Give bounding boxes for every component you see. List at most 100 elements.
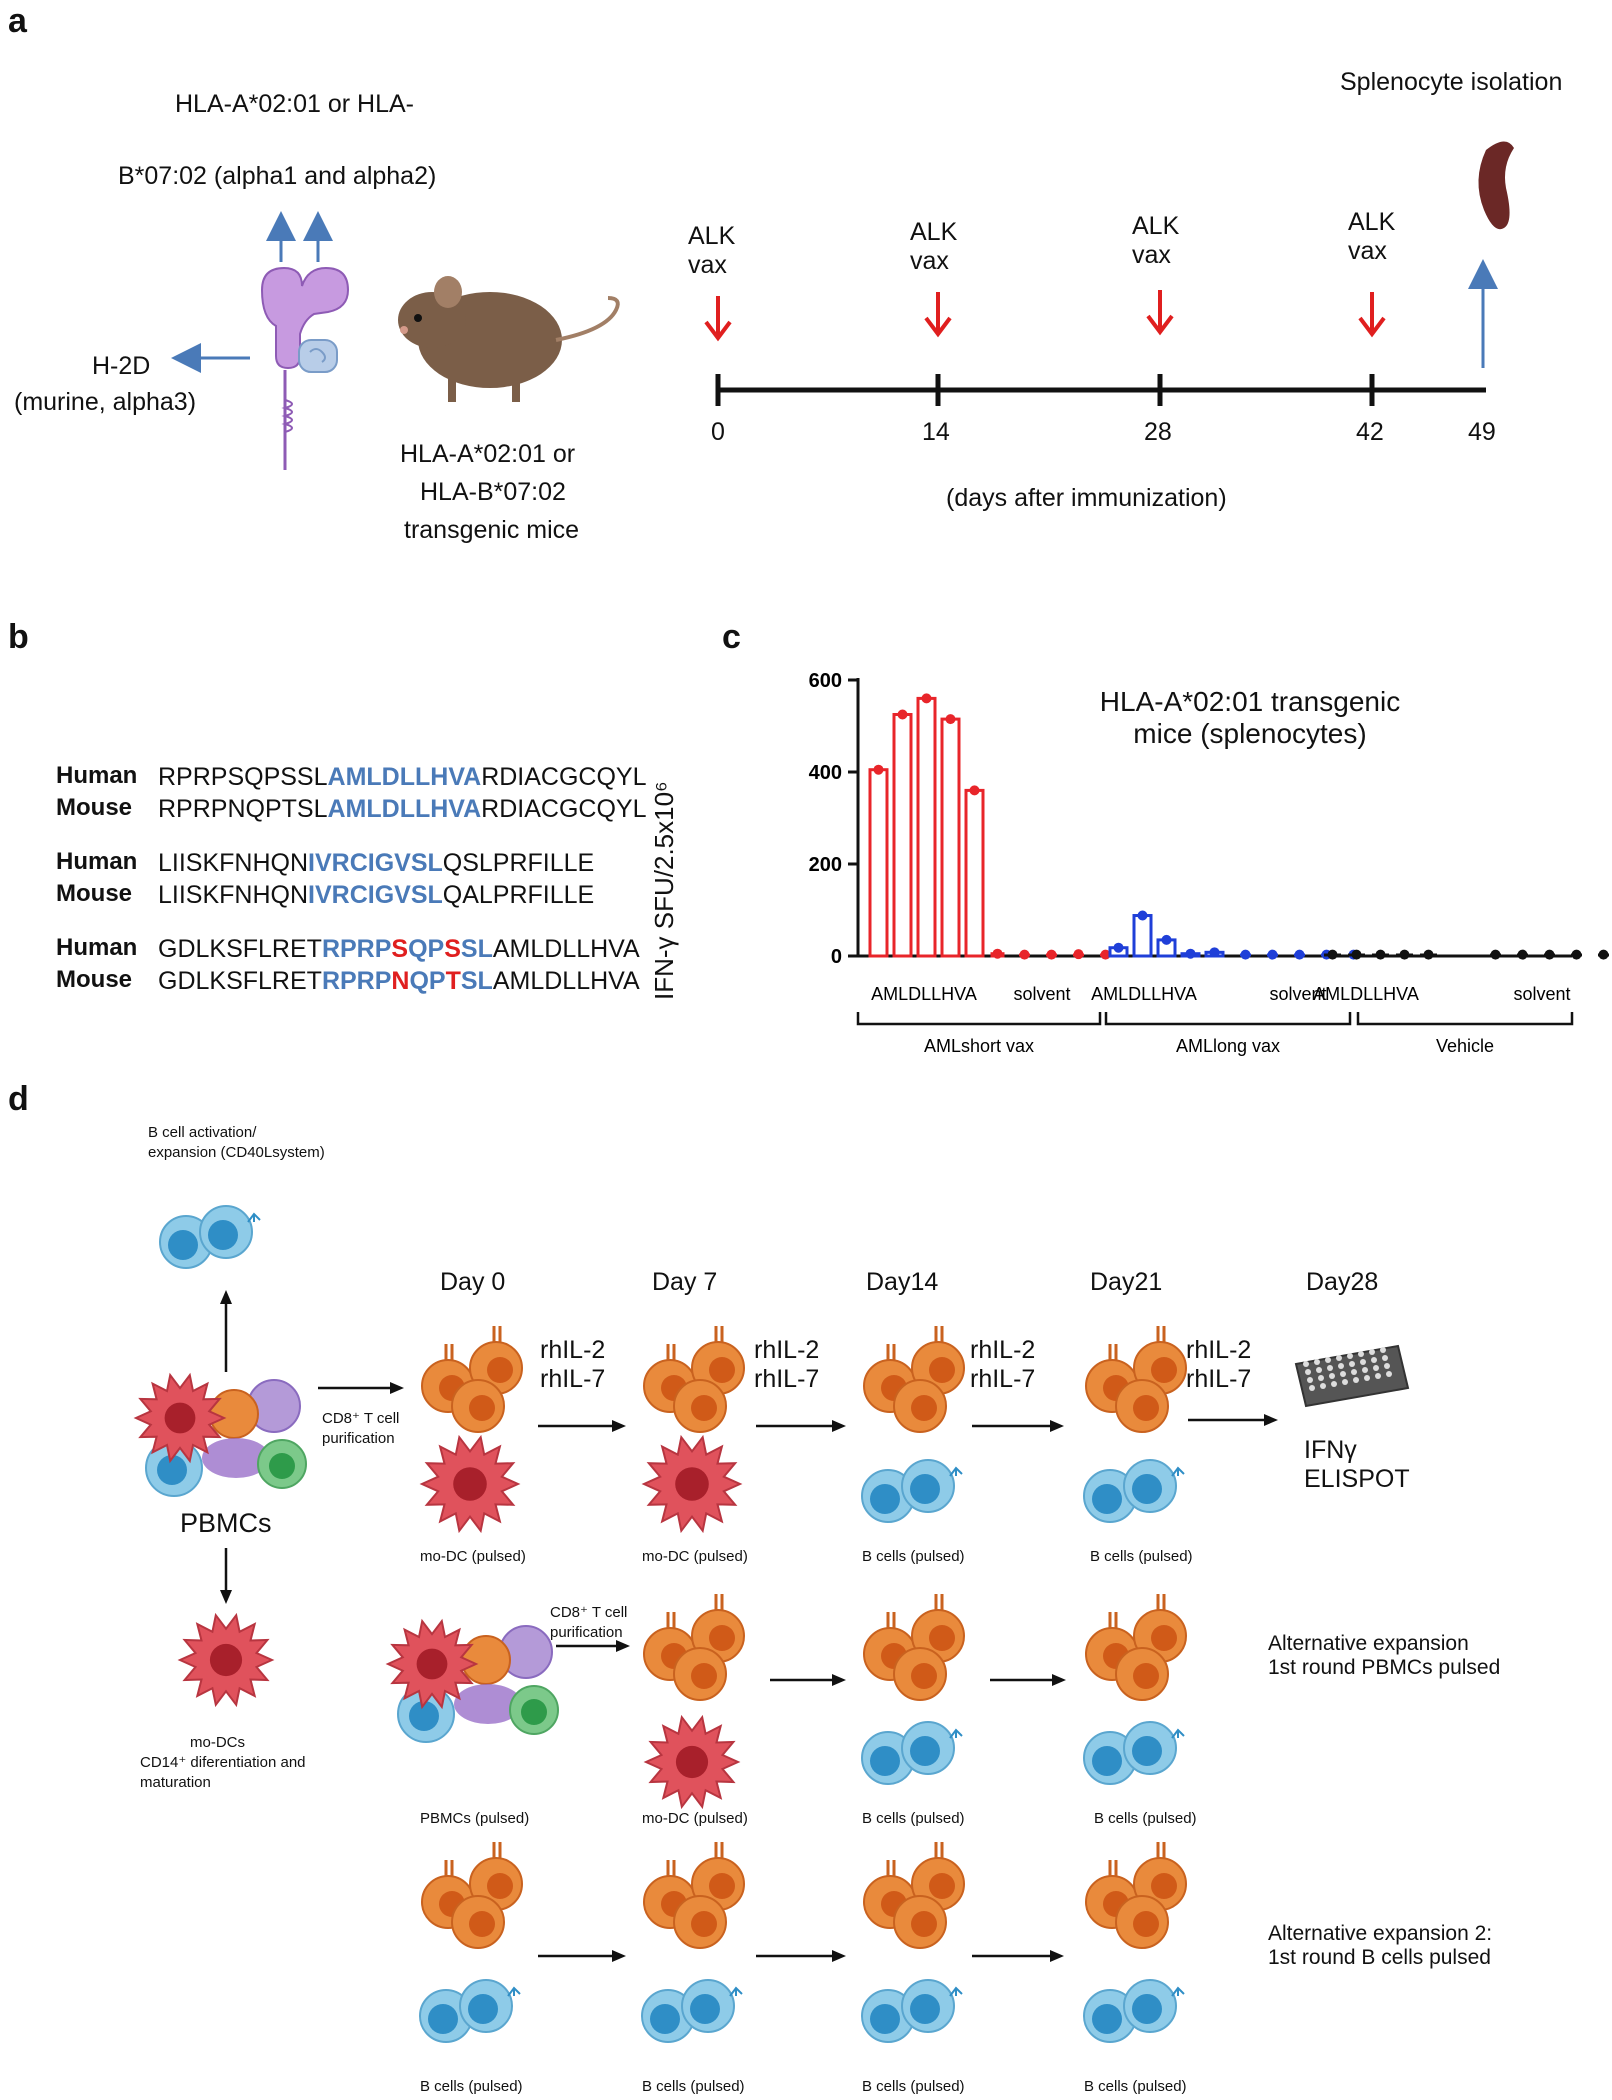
data-point [1351, 949, 1362, 960]
mo-dc-icon [419, 1434, 521, 1534]
day-tick-0: 0 [711, 418, 725, 446]
mice-label-1: HLA-A*02:01 or [400, 440, 576, 468]
day-tick-42: 42 [1356, 418, 1384, 446]
elispot-plate-icon [1294, 1344, 1410, 1408]
splenocyte-label: Splenocyte isolation [1340, 68, 1563, 96]
data-point [1240, 949, 1251, 960]
cd8-t-cells-icon [863, 1842, 965, 1949]
mo-dc-icon [641, 1434, 743, 1534]
chart-title: HLA-A*02:01 transgenic mice (splenocytes… [1099, 686, 1401, 750]
flow-arrowhead [220, 1290, 232, 1304]
bracket [1356, 1012, 1574, 1026]
day-21-label: Day21 [1090, 1268, 1163, 1296]
timeline-caption: (days after immunization) [946, 484, 1227, 512]
species-label: Mouse [56, 880, 133, 907]
b-cells-icon [1083, 1459, 1185, 1523]
species-label: Mouse [56, 966, 133, 993]
cd8-t-cells-icon [643, 1842, 745, 1949]
y-tick-label: 400 [809, 762, 842, 784]
row1-cap-day0: mo-DC (pulsed) [420, 1548, 526, 1565]
b-cells-icon [1083, 1979, 1185, 2043]
sequence-row: GDLKSFLRETRPRPNQPTSLAMLDLLHVA [158, 967, 640, 995]
day-14-label: Day14 [866, 1268, 939, 1296]
data-point [1019, 949, 1030, 960]
row1-cap-day21: B cells (pulsed) [1090, 1548, 1193, 1565]
cd8-t-cells-icon [1085, 1594, 1187, 1701]
row1-cap-day14: B cells (pulsed) [862, 1548, 965, 1565]
cd8-t-cells-icon [863, 1594, 965, 1701]
mouse-icon [398, 276, 620, 402]
panel-label-a: a [8, 2, 27, 40]
sequence-row: RPRPNQPTSLAMLDLLHVARDIACGCQYL [158, 795, 647, 823]
bracket-label: AMLlong vax [1176, 1036, 1280, 1056]
bracket [1104, 1012, 1352, 1026]
data-point [1185, 948, 1196, 959]
b-cells-icon [159, 1205, 261, 1269]
modcs-label-1: mo-DCs [190, 1734, 245, 1751]
h2d-label-1: H-2D [92, 352, 151, 380]
y-tick-label: 0 [831, 946, 842, 968]
mo-dc-icon [385, 1618, 479, 1710]
y-tick-label: 600 [809, 670, 842, 692]
sequence-row: GDLKSFLRETRPRPSQPSSLAMLDLLHVA [158, 935, 640, 963]
b-activation-label-1: B cell activation/ [148, 1124, 257, 1141]
flow-arrowhead [220, 1590, 232, 1604]
cd8-t-cells-icon [1085, 1842, 1187, 1949]
hla-construct-label-2: B*07:02 (alpha1 and alpha2) [118, 162, 437, 190]
group-label: solvent [1513, 984, 1570, 1004]
h2d-label-2: (murine, alpha3) [14, 388, 197, 416]
data-point [969, 785, 980, 796]
cd8-t-cells-icon [421, 1842, 523, 1949]
row1-cap-day7: mo-DC (pulsed) [642, 1548, 748, 1565]
data-point [1267, 949, 1278, 960]
data-point [1113, 942, 1124, 953]
flow-arrowhead [612, 1950, 626, 1962]
group-label: AMLDLLHVA [1091, 984, 1197, 1004]
hla-molecule-icon [171, 211, 350, 470]
data-point [1073, 949, 1084, 960]
day-7-label: Day 7 [652, 1268, 718, 1296]
row3-cap-day21: B cells (pulsed) [1084, 2078, 1187, 2095]
alt-expansion-2-label: Alternative expansion 2:1st round B cell… [1268, 1922, 1493, 1970]
flow-arrowhead [1052, 1674, 1066, 1686]
cd8-label-row1-2: purification [322, 1430, 395, 1447]
sequence-row: RPRPSQPSSLAMLDLLHVARDIACGCQYL [158, 763, 647, 791]
modcs-label-2: CD14⁺ diferentiation and [140, 1754, 306, 1771]
group-label: AMLDLLHVA [871, 984, 977, 1004]
row3-cap-day7: B cells (pulsed) [642, 2078, 745, 2095]
group-label: AMLDLLHVA [1313, 984, 1419, 1004]
sequence-row: LIISKFNHQNIVRCIGVSLQALPRFILLE [158, 881, 595, 909]
cd8-label-row2-2: purification [550, 1624, 623, 1641]
mice-label-3: transgenic mice [404, 516, 580, 544]
flow-arrowhead [1050, 1420, 1064, 1432]
data-point [1137, 910, 1148, 921]
row3-cap-day0: B cells (pulsed) [420, 2078, 523, 2095]
data-point [1327, 949, 1338, 960]
mo-dc-icon [133, 1372, 227, 1464]
cd8-t-cells-icon [863, 1326, 965, 1433]
sequence-row: LIISKFNHQNIVRCIGVSLQSLPRFILLE [158, 849, 595, 877]
flow-arrowhead [1050, 1950, 1064, 1962]
data-point [1423, 949, 1434, 960]
day-0-label: Day 0 [440, 1268, 506, 1296]
data-point [945, 714, 956, 725]
day-28-label: Day28 [1306, 1268, 1379, 1296]
data-point [1399, 949, 1410, 960]
modcs-label-3: maturation [140, 1774, 211, 1791]
day-tick-14: 14 [922, 418, 950, 446]
species-label: Human [56, 762, 138, 789]
pbmc-mix-icon [397, 1625, 559, 1743]
flow-arrowhead [832, 1674, 846, 1686]
mice-label-2: HLA-B*07:02 [420, 478, 566, 506]
row2-cap-day7: mo-DC (pulsed) [642, 1810, 748, 1827]
